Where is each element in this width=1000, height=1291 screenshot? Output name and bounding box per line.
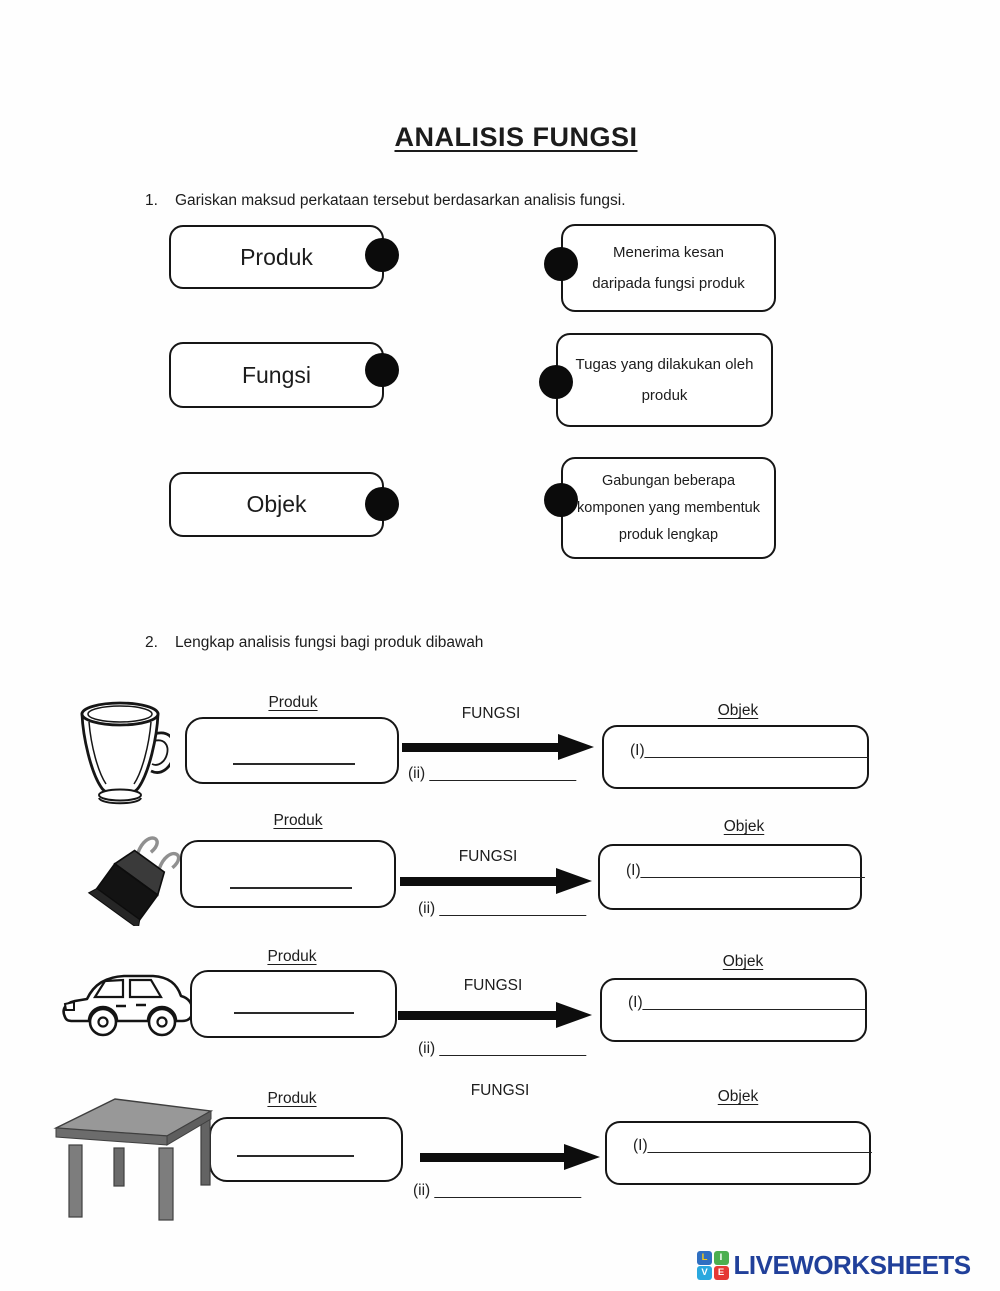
logo-tile-e: E (713, 1266, 729, 1280)
produk-label-row3: Produk (267, 948, 317, 965)
liveworksheets-logo[interactable]: L I V E LIVEWORKSHEETS (697, 1250, 971, 1281)
definition-2-line-1: Tugas yang dilakukan oleh (575, 356, 754, 373)
term-label-produk: Produk (240, 243, 313, 270)
produk-answer-line-row4[interactable] (237, 1155, 354, 1157)
produk-answer-box-row1 (185, 717, 399, 784)
fungsi-answer-row4[interactable]: (ii) _________________ (413, 1182, 582, 1199)
fungsi-label-row2: FUNGSI (458, 848, 518, 865)
arrow-head (564, 1144, 600, 1170)
produk-answer-box-row3 (190, 970, 397, 1038)
fungsi-arrow-row1 (402, 734, 594, 760)
match-dot-definition-2[interactable] (539, 365, 573, 399)
produk-answer-box-row2 (180, 840, 396, 908)
objek-answer-box-row3: (I)__________________________ (600, 978, 867, 1042)
objek-label-row1: Objek (717, 702, 759, 719)
q1-text: Gariskan maksud perkataan tersebut berda… (174, 192, 626, 209)
objek-answer-row4[interactable]: (I)__________________________ (633, 1137, 872, 1154)
table-icon (52, 1095, 217, 1232)
arrow-head (556, 1002, 592, 1028)
match-dot-fungsi[interactable] (365, 353, 399, 387)
match-dot-objek[interactable] (365, 487, 399, 521)
definition-3-line-3: produk lengkap (618, 526, 719, 543)
definition-box-2: Tugas yang dilakukan oleh produk (556, 333, 773, 427)
fungsi-arrow-row2 (400, 868, 592, 894)
q1-number: 1. (145, 192, 158, 209)
q2-number: 2. (145, 634, 158, 651)
arrow-shaft (402, 743, 560, 752)
produk-label-row4: Produk (267, 1090, 317, 1107)
logo-tile-i: I (713, 1251, 729, 1265)
term-label-objek: Objek (246, 491, 307, 517)
objek-answer-box-row1: (I)__________________________ (602, 725, 869, 789)
term-box-objek: Objek (169, 472, 384, 537)
term-box-fungsi: Fungsi (169, 342, 384, 408)
definition-2-line-2: produk (641, 387, 688, 404)
fungsi-answer-row3[interactable]: (ii) _________________ (418, 1040, 587, 1057)
produk-label-row1: Produk (268, 694, 318, 711)
objek-answer-box-row4: (I)__________________________ (605, 1121, 872, 1185)
produk-answer-line-row1[interactable] (233, 763, 355, 765)
match-dot-definition-1[interactable] (544, 247, 578, 281)
q2-instruction: 2. Lengkap analisis fungsi bagi produk d… (145, 634, 483, 652)
arrow-head (558, 734, 594, 760)
produk-answer-box-row4 (209, 1117, 403, 1182)
definition-3-line-2: komponen yang membentuk (577, 499, 760, 516)
glass-mug-icon (72, 698, 177, 813)
objek-answer-box-row2: (I)__________________________ (598, 844, 865, 910)
car-icon (58, 963, 198, 1053)
q1-instruction: 1. Gariskan maksud perkataan tersebut be… (145, 192, 626, 210)
page-title: ANALISIS FUNGSI (394, 122, 638, 152)
fungsi-label-row4: FUNGSI (470, 1082, 530, 1099)
term-box-produk: Produk (169, 225, 384, 289)
objek-answer-row2[interactable]: (I)__________________________ (626, 862, 865, 879)
term-label-fungsi: Fungsi (241, 361, 312, 388)
definition-box-1: Menerima kesan daripada fungsi produk (561, 224, 776, 312)
definition-1-line-2: daripada fungsi produk (592, 275, 745, 292)
arrow-shaft (400, 877, 558, 886)
definition-1-line-1: Menerima kesan (613, 244, 724, 261)
fungsi-arrow-row4 (420, 1144, 600, 1170)
arrow-shaft (420, 1153, 566, 1162)
match-dot-produk[interactable] (365, 238, 399, 272)
produk-label-row2: Produk (273, 812, 323, 829)
definition-3-line-1: Gabungan beberapa (601, 472, 736, 489)
objek-label-row2: Objek (723, 818, 765, 835)
liveworksheets-logo-icon: L I V E (697, 1251, 729, 1280)
q2-text: Lengkap analisis fungsi bagi produk diba… (174, 634, 484, 651)
fungsi-label-row3: FUNGSI (463, 977, 523, 994)
logo-tile-v: V (697, 1266, 712, 1280)
fungsi-arrow-row3 (398, 1002, 592, 1028)
produk-answer-line-row3[interactable] (234, 1012, 354, 1014)
objek-label-row4: Objek (717, 1088, 759, 1105)
arrow-head (556, 868, 592, 894)
produk-answer-line-row2[interactable] (230, 887, 352, 889)
objek-answer-row3[interactable]: (I)__________________________ (628, 994, 867, 1011)
objek-label-row3: Objek (722, 953, 764, 970)
objek-answer-row1[interactable]: (I)__________________________ (630, 742, 869, 759)
fungsi-label-row1: FUNGSI (461, 705, 521, 722)
fungsi-answer-row1[interactable]: (ii) _________________ (408, 765, 577, 782)
match-dot-definition-3[interactable] (544, 483, 578, 517)
definition-box-3: Gabungan beberapa komponen yang membentu… (561, 457, 776, 559)
binder-clip-icon (80, 824, 182, 931)
fungsi-answer-row2[interactable]: (ii) _________________ (418, 900, 587, 917)
logo-tile-l: L (697, 1251, 712, 1265)
arrow-shaft (398, 1011, 558, 1020)
brand-text: LIVEWORKSHEETS (733, 1250, 972, 1280)
